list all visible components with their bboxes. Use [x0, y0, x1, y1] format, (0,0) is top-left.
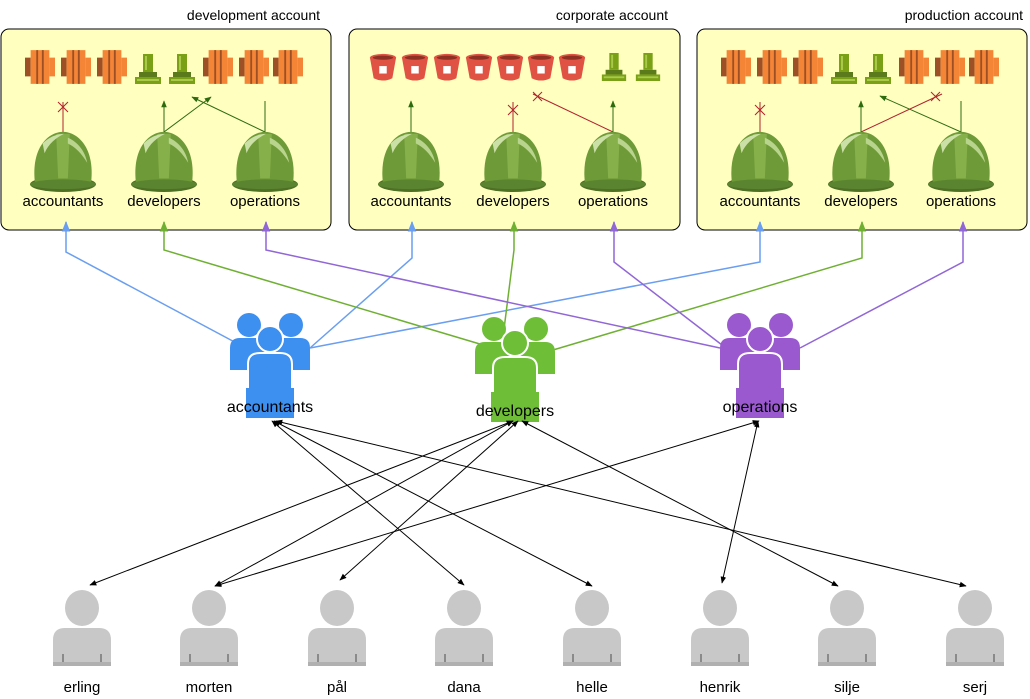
membership-line: [275, 419, 967, 588]
user-label: helle: [576, 679, 608, 696]
permission-lines: [57, 91, 962, 133]
membership-line: [521, 420, 839, 587]
deny-line: [532, 93, 614, 133]
membership-line: [273, 420, 593, 587]
role-label: accountants: [371, 193, 452, 210]
assume-role-line: [309, 220, 417, 349]
s3-bucket-icon: [496, 53, 524, 81]
s3-bucket-icon: [433, 53, 461, 81]
user-icon: [53, 590, 111, 666]
account-title: production account: [905, 7, 1023, 23]
users: erling morten pål dana helle henrik silj…: [53, 590, 1004, 696]
user-icon: [435, 590, 493, 666]
user-label: erling: [64, 679, 101, 696]
group-accountants: accountants: [227, 313, 313, 418]
role-label: developers: [476, 193, 549, 210]
user-icon: [691, 590, 749, 666]
user-label: henrik: [700, 679, 741, 696]
role-label: accountants: [23, 193, 104, 210]
role-label: accountants: [720, 193, 801, 210]
group-label: operations: [723, 399, 798, 416]
deny-mark: [754, 104, 766, 116]
membership-line: [214, 420, 760, 587]
s3-bucket-icon: [558, 53, 586, 81]
user-icon: [308, 590, 366, 666]
deny-mark: [507, 104, 519, 116]
s3-bucket-icon: [369, 53, 397, 81]
allow-arrow: [879, 95, 962, 133]
roles-development: accountants developers operations: [23, 131, 300, 210]
assume-role-line: [501, 220, 519, 346]
role-label: operations: [230, 193, 300, 210]
user-group-icon: [475, 317, 555, 422]
user-label: silje: [834, 679, 860, 696]
role-label: operations: [578, 193, 648, 210]
membership-line: [214, 420, 514, 587]
user-group-icon: [720, 313, 800, 418]
user-icon: [180, 590, 238, 666]
s3-bucket-icon: [465, 53, 493, 81]
allow-arrow: [191, 96, 266, 133]
account-title: development account: [187, 7, 320, 23]
deny-mark: [57, 101, 69, 113]
user-icon: [946, 590, 1004, 666]
membership-line: [720, 420, 760, 584]
corp-resources: [369, 53, 661, 81]
user-icon: [818, 590, 876, 666]
user-group-icon: [230, 313, 310, 418]
user-label: morten: [186, 679, 233, 696]
group-operations: operations: [720, 313, 800, 418]
s3-bucket-icon: [527, 53, 555, 81]
membership-line: [339, 420, 519, 581]
roles-production: accountants developers operations: [720, 131, 996, 210]
user-label: dana: [447, 679, 481, 696]
roles-corporate: accountants developers operations: [371, 131, 648, 210]
user-label: pål: [327, 679, 347, 696]
user-icon: [563, 590, 621, 666]
role-label: developers: [824, 193, 897, 210]
role-label: operations: [926, 193, 996, 210]
group-label: accountants: [227, 399, 313, 416]
deny-line: [860, 93, 943, 133]
assume-role-line: [159, 220, 501, 351]
deny-mark: [930, 91, 941, 102]
assume-role-line: [552, 220, 867, 351]
assume-role-lines: [61, 220, 968, 363]
s3-bucket-icon: [401, 53, 429, 81]
assume-role-line: [799, 220, 968, 349]
assume-role-line: [609, 220, 723, 346]
group-developers: developers: [475, 317, 555, 422]
role-label: developers: [127, 193, 200, 210]
deny-mark: [532, 91, 543, 102]
assume-role-line: [261, 220, 721, 349]
membership-lines: [89, 419, 967, 588]
group-label: developers: [476, 403, 554, 420]
assume-role-line: [309, 220, 765, 349]
account-title: corporate account: [556, 7, 668, 23]
assume-role-line: [61, 220, 273, 363]
user-label: serj: [963, 679, 987, 696]
